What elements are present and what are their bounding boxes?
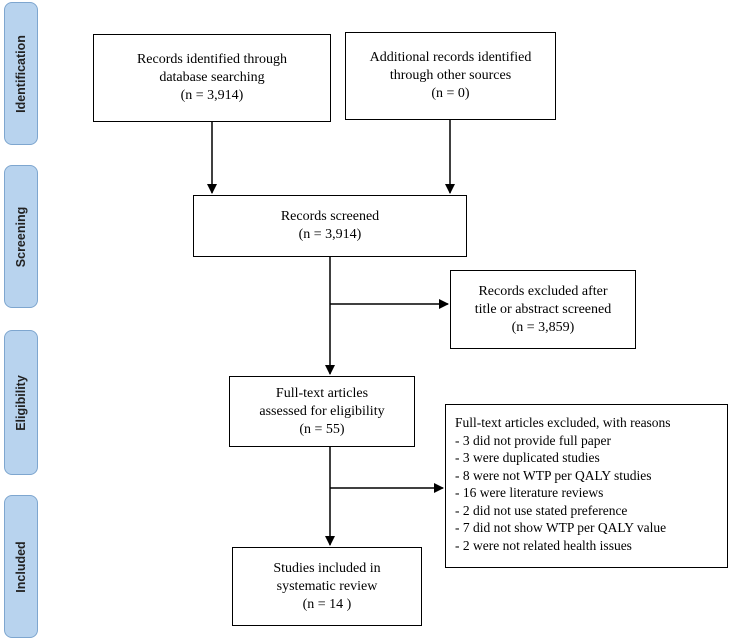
box-records-excluded-screening: Records excluded after title or abstract… (450, 270, 636, 349)
box-database-searching: Records identified through database sear… (93, 34, 331, 122)
stage-included: Included (4, 495, 38, 638)
box-records-screened: Records screened (n = 3,914) (193, 195, 467, 257)
box-fulltext-assessed: Full-text articles assessed for eligibil… (229, 376, 415, 447)
stage-screening: Screening (4, 165, 38, 308)
box-studies-included: Studies included in systematic review (n… (232, 547, 422, 626)
box-other-sources: Additional records identified through ot… (345, 32, 556, 120)
stage-eligibility: Eligibility (4, 330, 38, 475)
stage-identification: Identification (4, 2, 38, 145)
box-fulltext-excluded: Full-text articles excluded, with reason… (445, 404, 728, 568)
